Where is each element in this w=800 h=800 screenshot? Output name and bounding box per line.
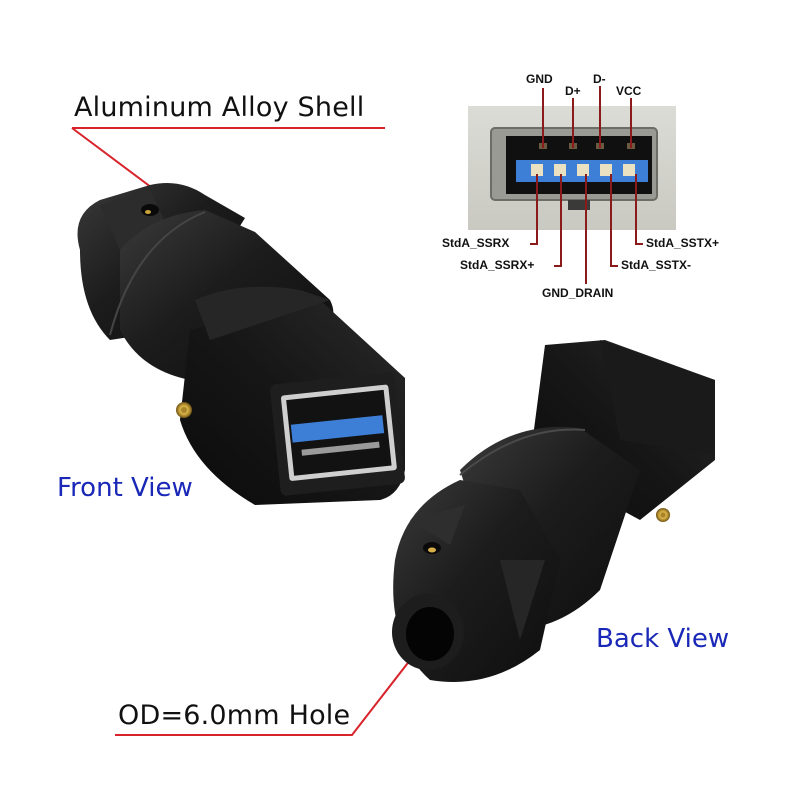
pin-label-ssrx-plus: StdA_SSRX+ bbox=[460, 258, 535, 272]
pin-label-vcc: VCC bbox=[616, 84, 642, 98]
pin-label-ssrx-minus: StdA_SSRX bbox=[442, 236, 510, 250]
pin-label-d-plus: D+ bbox=[565, 84, 581, 98]
pin-label-d-minus: D- bbox=[593, 72, 606, 86]
pin-label-sstx-plus: StdA_SSTX+ bbox=[646, 236, 720, 250]
back-view-label: Back View bbox=[596, 624, 730, 654]
callout-hole: OD=6.0mm Hole bbox=[118, 700, 351, 731]
callout-aluminum-shell: Aluminum Alloy Shell bbox=[74, 92, 365, 123]
pin-label-gnd: GND bbox=[526, 72, 553, 86]
back-view-connector bbox=[392, 340, 715, 682]
front-view-connector bbox=[77, 182, 405, 505]
front-view-label: Front View bbox=[57, 473, 193, 503]
usb-pinout-figure bbox=[468, 86, 676, 284]
pin-label-gnd-drain: GND_DRAIN bbox=[542, 286, 614, 300]
pin-label-sstx-minus: StdA_SSTX- bbox=[621, 258, 692, 272]
